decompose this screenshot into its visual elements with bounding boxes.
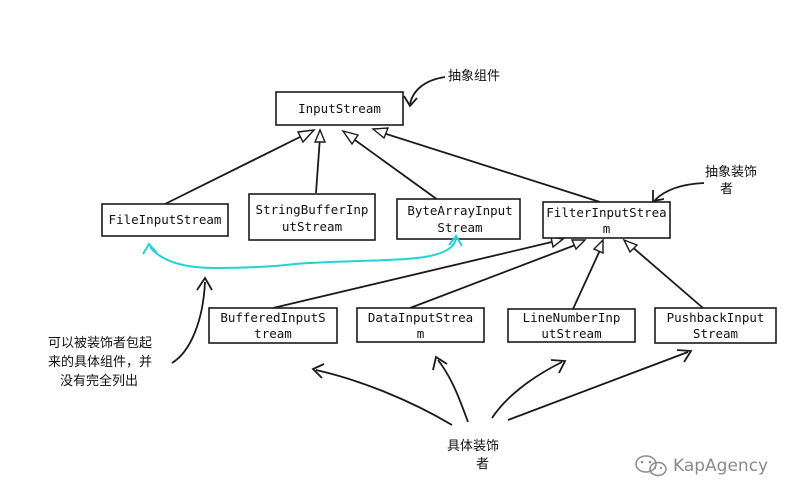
edge-linenumber-to-filter — [572, 238, 604, 310]
svg-text:m: m — [417, 326, 425, 341]
edge-bytearray-to-inputstream — [341, 129, 439, 201]
svg-text:PushbackInput: PushbackInput — [667, 310, 765, 325]
edge-pushback-to-filter — [622, 238, 704, 309]
watermark: KapAgency — [635, 455, 768, 477]
svg-text:FileInputStream: FileInputStream — [109, 212, 222, 227]
svg-text:StringBufferInp: StringBufferInp — [256, 202, 369, 217]
svg-text:DataInputStrea: DataInputStrea — [368, 310, 473, 325]
box-inputstream: InputStream — [275, 91, 404, 126]
svg-text:抽象组件: 抽象组件 — [448, 69, 500, 84]
svg-text:ByteArrayInput: ByteArrayInput — [407, 203, 512, 218]
box-stringbufferinputstream: StringBufferInp utStream — [248, 193, 376, 241]
svg-text:没有完全列出: 没有完全列出 — [60, 373, 138, 389]
svg-text:来的具体组件，并: 来的具体组件，并 — [48, 354, 152, 370]
wechat-icon — [635, 455, 667, 477]
edge-file-to-inputstream — [164, 129, 316, 205]
svg-text:Stream: Stream — [693, 326, 738, 341]
box-filterinputstream: FilterInputStrea m — [542, 201, 671, 239]
edge-data-to-filter — [409, 239, 587, 309]
svg-text:FilterInputStrea: FilterInputStrea — [546, 205, 666, 220]
box-pushbackinputstream: PushbackInput Stream — [654, 307, 777, 344]
svg-text:可以被装饰者包起: 可以被装饰者包起 — [48, 336, 152, 351]
edge-stringbuffer-to-inputstream — [313, 128, 327, 194]
svg-text:utStream: utStream — [541, 326, 601, 341]
box-datainputstream: DataInputStrea m — [356, 307, 485, 343]
svg-text:BufferedInputS: BufferedInputS — [220, 310, 325, 325]
svg-text:tream: tream — [254, 326, 292, 341]
note-abstract-decorator: 抽象装饰 者 — [652, 165, 757, 203]
svg-text:LineNumberInp: LineNumberInp — [523, 310, 621, 325]
note-wrappable-components: 可以被装饰者包起 来的具体组件，并 没有完全列出 — [48, 276, 213, 389]
svg-text:Stream: Stream — [437, 220, 482, 235]
box-fileinputstream: FileInputStream — [101, 203, 229, 237]
highlight-wrappable-components — [142, 234, 463, 270]
svg-text:抽象装饰: 抽象装饰 — [705, 165, 757, 180]
svg-text:具体装饰: 具体装饰 — [447, 439, 499, 454]
svg-text:KapAgency: KapAgency — [673, 456, 768, 476]
box-linenumberinputstream: LineNumberInp utStream — [507, 308, 636, 343]
box-bytearrayinputstream: ByteArrayInput Stream — [396, 198, 521, 240]
edge-filter-to-inputstream — [371, 127, 601, 203]
svg-text:InputStream: InputStream — [298, 101, 381, 116]
svg-text:m: m — [603, 221, 611, 236]
svg-text:utStream: utStream — [282, 219, 342, 234]
svg-text:者: 者 — [720, 182, 733, 197]
note-concrete-decorator: 具体装饰 者 — [311, 349, 693, 472]
svg-text:者: 者 — [476, 457, 489, 472]
edge-buffered-to-filter — [272, 236, 565, 309]
box-bufferedinputstream: BufferedInputS tream — [208, 307, 338, 344]
note-abstract-component: 抽象组件 — [403, 69, 500, 108]
